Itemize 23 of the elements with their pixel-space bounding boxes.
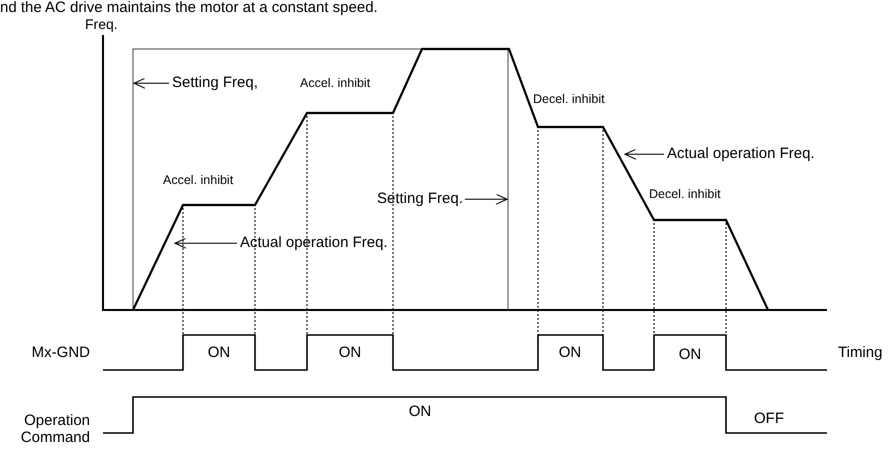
callout-text: Setting Freq, — [172, 75, 258, 92]
signal-label: Mx-GND — [32, 345, 90, 362]
leader-arrow — [624, 148, 664, 160]
state-label: ON — [558, 345, 582, 362]
signal-label: Accel. inhibit — [300, 77, 370, 91]
callout-text: Setting Freq. — [377, 191, 463, 208]
signal-label: Decel. inhibit — [649, 188, 721, 202]
axis-title: Freq. — [85, 17, 118, 32]
state-label: ON — [338, 345, 362, 362]
state-label: ON — [678, 347, 702, 364]
sentence-fragment: nd the AC drive maintains the motor at a constant speed. — [0, 0, 378, 16]
leader-arrow — [174, 238, 238, 249]
signal-label: Operation Command — [20, 413, 90, 446]
callout-text: Actual operation Freq. — [667, 146, 815, 162]
signal-label: Accel. inhibit — [163, 174, 234, 188]
state-label: ON — [208, 345, 230, 362]
callout-text: Actual operation Freq. — [240, 235, 388, 252]
leader-arrow — [134, 78, 170, 89]
signal-label: Timing — [838, 345, 882, 362]
signal-label: Decel. inhibit — [533, 93, 605, 107]
signal-label: OFF — [754, 411, 784, 428]
state-label: ON — [408, 404, 432, 420]
leader-arrow — [464, 194, 508, 205]
